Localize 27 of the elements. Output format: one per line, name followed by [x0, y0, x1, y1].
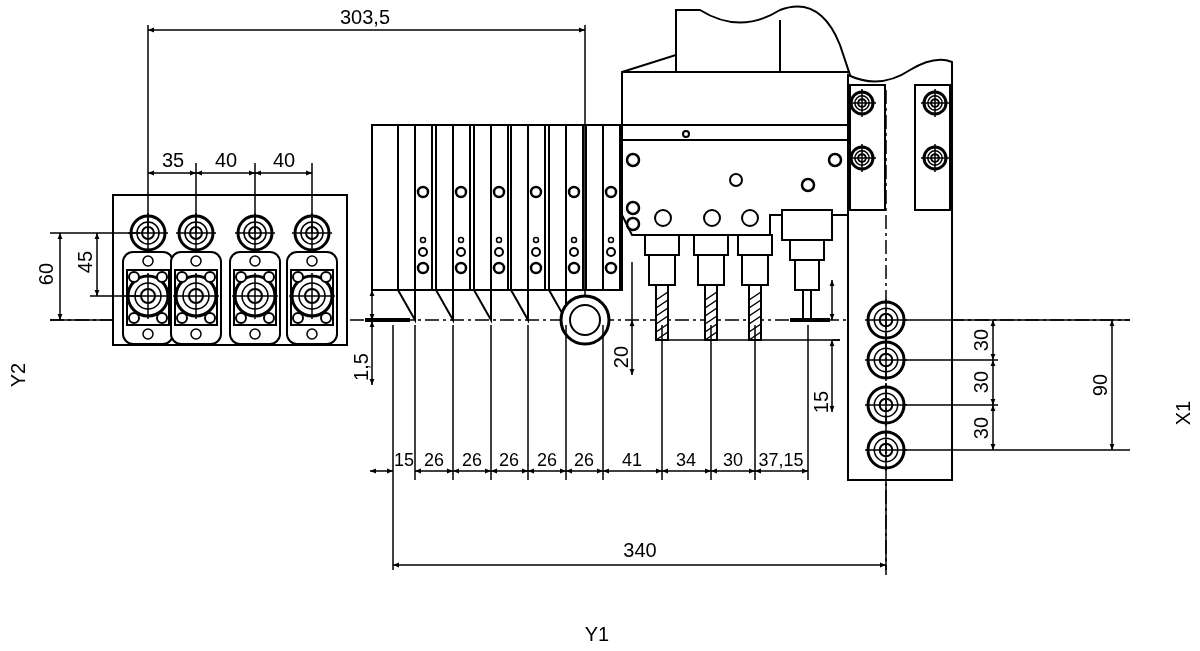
dimension-label: 30	[971, 328, 991, 352]
dimension-label: 15	[811, 390, 831, 414]
dimension-label: 30	[971, 416, 991, 440]
dimension-label: 35	[161, 150, 185, 170]
dimension-label: 26	[499, 451, 519, 469]
axis-label: X1	[1173, 400, 1193, 426]
dimension-label: 340	[623, 540, 657, 560]
axis-label: Y2	[8, 362, 28, 388]
dimension-label: 303,5	[339, 7, 391, 27]
axis-label: Y1	[584, 624, 610, 644]
dimension-label: 20	[611, 345, 631, 369]
dimension-label: 26	[574, 451, 594, 469]
dimension-label: 60	[36, 262, 56, 286]
dimension-label: 26	[424, 451, 444, 469]
dimension-label: 40	[214, 150, 238, 170]
dimension-label: 41	[622, 451, 642, 469]
dimension-label: 1,5	[351, 353, 371, 381]
dimension-label: 45	[75, 250, 95, 274]
dimension-label: 30	[971, 370, 991, 394]
dimension-label: 40	[272, 150, 296, 170]
dimension-label: 30	[723, 451, 743, 469]
dimension-label: 90	[1090, 373, 1110, 397]
dimension-label: 26	[537, 451, 557, 469]
dimension-label: 34	[676, 451, 696, 469]
dimension-label: 37,15	[758, 451, 804, 469]
dimension-label: 15	[394, 451, 414, 469]
dimension-label: 26	[462, 451, 482, 469]
